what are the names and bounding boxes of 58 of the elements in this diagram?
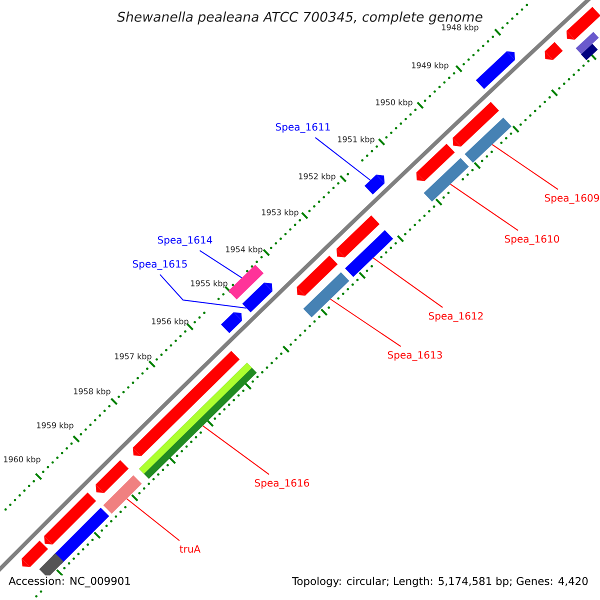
leader-line xyxy=(160,274,247,309)
gene-block xyxy=(566,6,600,40)
tick-label: 1957 kbp xyxy=(115,353,152,361)
leader-line xyxy=(202,425,270,475)
accession-text: Accession: NC_009901 xyxy=(7,575,132,589)
tick-label: 1956 kbp xyxy=(152,318,188,326)
tick-label: 1955 kbp xyxy=(191,280,228,288)
gene-block xyxy=(544,42,563,60)
tick-label: 1959 kbp xyxy=(37,422,74,430)
gene-bar xyxy=(103,475,142,514)
gene-block xyxy=(44,492,96,545)
gene-block xyxy=(242,282,272,312)
gene-label: Spea_1609 xyxy=(544,194,600,204)
gene-block xyxy=(336,215,380,258)
gene-block xyxy=(364,174,385,195)
gene-block xyxy=(96,460,129,494)
gene-block xyxy=(416,144,455,182)
gene-block xyxy=(22,540,48,568)
gene-label: Spea_1614 xyxy=(158,236,212,246)
gene-label: Spea_1611 xyxy=(276,123,330,133)
gene-bar xyxy=(424,158,469,202)
gene-bar xyxy=(39,553,64,578)
genome-summary-text: Topology: circular; Length: 5,174,581 bp; Genes: 4,420 xyxy=(290,576,590,588)
gene-bar xyxy=(345,230,394,278)
gene-label: truA xyxy=(180,545,201,553)
tick-label: 1952 kbp xyxy=(299,173,336,181)
title: Shewanella pealeana ATCC 700345, complete genome xyxy=(117,12,482,24)
tick-label: 1951 kbp xyxy=(338,136,374,144)
tick-label: 1954 kbp xyxy=(226,246,262,254)
tick-label: 1958 kbp xyxy=(74,388,110,396)
gene-label: Spea_1613 xyxy=(388,351,442,361)
tick-label: 1960 kbp xyxy=(4,456,40,464)
gene-bar xyxy=(576,32,599,54)
leader-line xyxy=(199,250,242,278)
leader-line xyxy=(126,498,180,542)
gene-label: Spea_1612 xyxy=(428,312,483,322)
gene-bar xyxy=(580,44,598,60)
gene-bar xyxy=(303,272,350,318)
gene-block xyxy=(296,256,338,296)
leader-line xyxy=(330,298,402,347)
tick-label: 1949 kbp xyxy=(412,62,448,70)
leader-line xyxy=(450,184,519,231)
leader-line xyxy=(372,257,444,308)
gene-block xyxy=(220,312,242,334)
gene-block xyxy=(476,51,515,89)
leader-line xyxy=(492,144,558,190)
tick-label: 1950 kbp xyxy=(376,99,412,107)
gene-block xyxy=(132,350,240,456)
gene-bar xyxy=(464,118,512,163)
leader-line xyxy=(314,137,371,181)
tick-label: 1948 kbp xyxy=(442,24,478,32)
gene-bar xyxy=(228,264,264,300)
gene-bar xyxy=(52,508,110,564)
tick-label: 1953 kbp xyxy=(262,209,298,217)
gene-block xyxy=(452,102,500,147)
gene-label: Spea_1610 xyxy=(504,235,560,245)
gene-label: Spea_1616 xyxy=(254,479,310,489)
gene-label: Spea_1615 xyxy=(132,260,187,270)
